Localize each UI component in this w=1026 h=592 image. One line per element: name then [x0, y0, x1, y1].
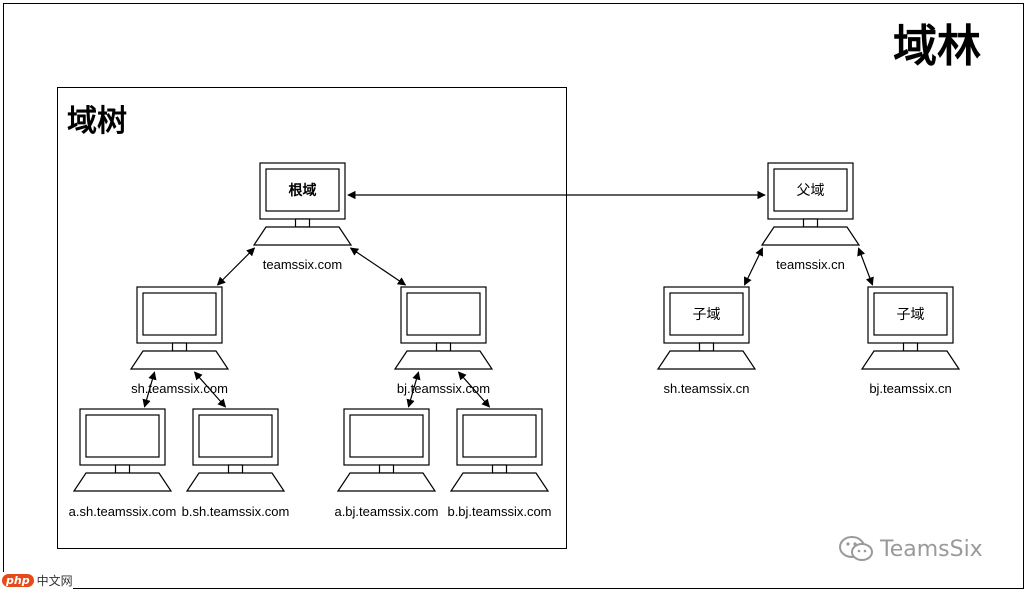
- monitor-stand: [902, 342, 919, 352]
- trust-link-bj-a-bj: [406, 371, 421, 408]
- monitor-screen: [773, 168, 848, 212]
- monitor-stand: [294, 218, 311, 228]
- php-badge-logo: php: [2, 574, 34, 587]
- tree-title: 域树: [67, 104, 127, 139]
- computer-node-root: 根域 teamssix.com: [252, 162, 353, 272]
- keyboard-base-icon: [760, 226, 861, 246]
- monitor-stand: [378, 464, 395, 474]
- monitor-screen: [669, 292, 744, 336]
- wechat-icon: [839, 536, 873, 561]
- computer-node-child-sh: 子域 sh.teamssix.cn: [656, 286, 757, 396]
- screen-label: 父域: [797, 183, 825, 199]
- monitor-screen: [349, 414, 424, 458]
- computer-node-b-bj: b.bj.teamssix.com: [447, 408, 552, 519]
- monitor-stand: [435, 342, 452, 352]
- monitor-screen: [142, 292, 217, 336]
- trust-link-bj-b-bj: [457, 371, 491, 408]
- keyboard-base-icon: [72, 472, 173, 492]
- trust-link-parent-child-sh: [743, 247, 764, 286]
- nodes-layer: 根域 teamssix.com sh.teamssix.com bj.teamssix…: [69, 162, 961, 519]
- keyboard-base-icon: [860, 350, 961, 370]
- php-badge-text: 中文网: [36, 574, 73, 588]
- keyboard-base-icon: [336, 472, 437, 492]
- monitor-screen: [265, 168, 340, 212]
- domain-label: teamssix.com: [263, 257, 342, 272]
- monitor-stand: [802, 218, 819, 228]
- trust-link-sh-a-sh: [142, 371, 157, 408]
- monitor-screen: [85, 414, 160, 458]
- trust-link-root-sh: [216, 247, 256, 286]
- domain-label: teamssix.cn: [776, 257, 845, 272]
- domain-forest-frame: [3, 3, 1024, 589]
- computer-node-sh: sh.teamssix.com: [129, 286, 230, 396]
- domain-label: a.bj.teamssix.com: [334, 504, 438, 519]
- keyboard-base-icon: [129, 350, 230, 370]
- keyboard-base-icon: [656, 350, 757, 370]
- domain-label: b.sh.teamssix.com: [182, 504, 290, 519]
- domain-label: a.sh.teamssix.com: [69, 504, 177, 519]
- keyboard-base-icon: [393, 350, 494, 370]
- keyboard-base-icon: [252, 226, 353, 246]
- computer-node-a-sh: a.sh.teamssix.com: [69, 408, 177, 519]
- domain-label: bj.teamssix.cn: [869, 381, 951, 396]
- keyboard-base-icon: [449, 472, 550, 492]
- links-layer: [142, 190, 874, 408]
- domain-label: sh.teamssix.cn: [664, 381, 750, 396]
- computer-node-child-bj: 子域 bj.teamssix.cn: [860, 286, 961, 396]
- monitor-stand: [227, 464, 244, 474]
- monitor-screen: [198, 414, 273, 458]
- domain-tree-box: [57, 87, 567, 549]
- screen-label: 子域: [693, 307, 721, 323]
- watermark-text: TeamsSix: [880, 536, 983, 562]
- forest-title: 域林: [893, 21, 981, 72]
- monitor-screen: [406, 292, 481, 336]
- domain-label: sh.teamssix.com: [131, 381, 228, 396]
- computer-node-a-bj: a.bj.teamssix.com: [334, 408, 439, 519]
- screen-label: 子域: [897, 307, 925, 323]
- trust-link-root-bj: [349, 247, 407, 286]
- domain-label: bj.teamssix.com: [397, 381, 490, 396]
- trust-link-sh-b-sh: [193, 371, 227, 408]
- monitor-stand: [171, 342, 188, 352]
- monitor-stand: [114, 464, 131, 474]
- monitor-stand: [491, 464, 508, 474]
- keyboard-base-icon: [185, 472, 286, 492]
- computer-node-bj: bj.teamssix.com: [393, 286, 494, 396]
- monitor-screen: [462, 414, 537, 458]
- screen-label: 根域: [289, 182, 317, 199]
- monitor-stand: [698, 342, 715, 352]
- computer-node-parent: 父域 teamssix.cn: [760, 162, 861, 272]
- watermark: TeamsSix: [838, 535, 983, 563]
- trust-link-parent-child-bj: [857, 247, 874, 286]
- php-cn-badge: php 中文网: [2, 572, 73, 589]
- monitor-screen: [873, 292, 948, 336]
- domain-label: b.bj.teamssix.com: [447, 504, 551, 519]
- computer-node-b-sh: b.sh.teamssix.com: [182, 408, 290, 519]
